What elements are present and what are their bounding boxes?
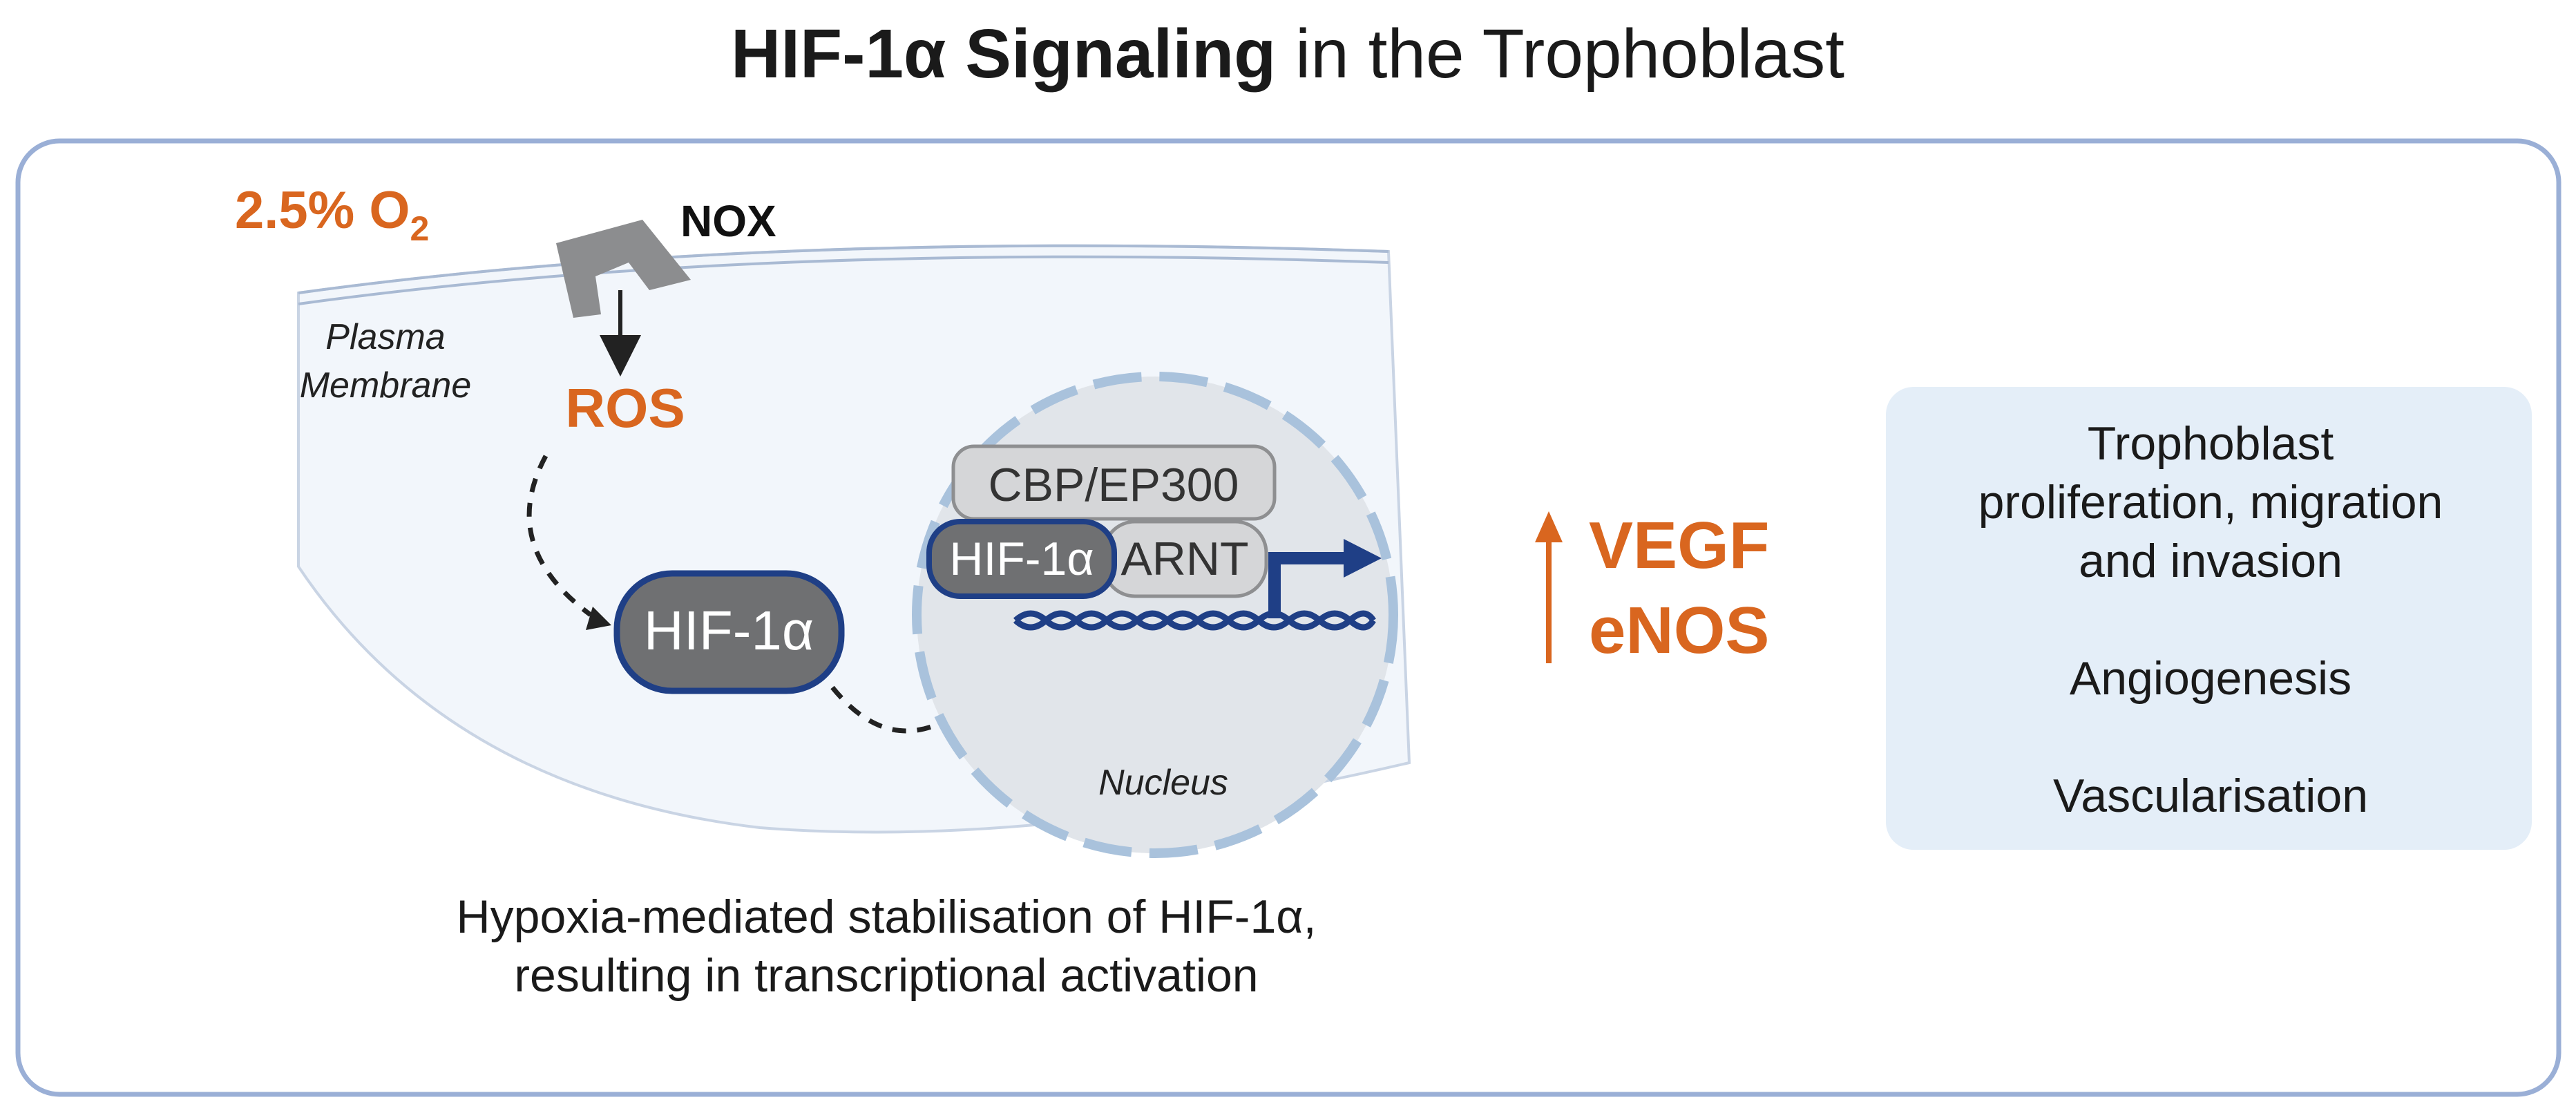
outcome-line-2: proliferation, migration xyxy=(1978,476,2443,529)
hif-nucleus-label: HIF-1α xyxy=(949,533,1094,585)
cbp-label: CBP/EP300 xyxy=(989,459,1239,511)
cbp-box xyxy=(951,444,1277,521)
plasma-membrane-inner xyxy=(298,255,1389,305)
plasma-membrane-label-1: Plasma xyxy=(325,317,445,357)
hif-cytoplasm-label: HIF-1α xyxy=(644,600,814,661)
outcome-line-1: Trophoblast xyxy=(2088,417,2334,470)
outcome-line-5: Vascularisation xyxy=(2053,770,2368,822)
upregulation-arrow xyxy=(1535,511,1563,663)
title-bold: HIF-1α Signaling xyxy=(731,15,1276,93)
ros-to-hif-arrowhead xyxy=(586,607,611,630)
hif-cytoplasm-box xyxy=(613,570,845,694)
caption-line-1: Hypoxia-mediated stabilisation of HIF-1α… xyxy=(457,891,1317,943)
oxygen-label: 2.5% O2 xyxy=(235,181,429,248)
outcome-line-3: and invasion xyxy=(2079,535,2343,587)
arnt-label: ARNT xyxy=(1120,533,1248,585)
oxygen-value: 2.5% O xyxy=(235,181,410,240)
nox-receptor xyxy=(556,220,691,318)
nox-label: NOX xyxy=(680,196,776,246)
oxygen-subscript: 2 xyxy=(410,209,429,248)
outcome-box xyxy=(1886,387,2532,850)
dna-helix xyxy=(1013,610,1376,631)
diagram-title: HIF-1α Signaling in the Trophoblast xyxy=(731,15,1844,93)
vegf-label: VEGF xyxy=(1589,508,1769,582)
plasma-membrane-label-2: Membrane xyxy=(300,365,472,406)
title-rest: in the Trophoblast xyxy=(1276,15,1844,93)
enos-label: eNOS xyxy=(1589,593,1769,667)
transcription-arrow xyxy=(1268,539,1382,618)
caption-line-2: resulting in transcriptional activation xyxy=(514,949,1258,1002)
plasma-membrane xyxy=(298,244,1389,294)
outcome-line-4: Angiogenesis xyxy=(2070,652,2351,705)
ros-label: ROS xyxy=(565,377,685,439)
hif-nucleus-box xyxy=(926,519,1117,599)
ros-to-hif-arrow xyxy=(526,455,593,617)
nucleus-label: Nucleus xyxy=(1098,763,1228,803)
